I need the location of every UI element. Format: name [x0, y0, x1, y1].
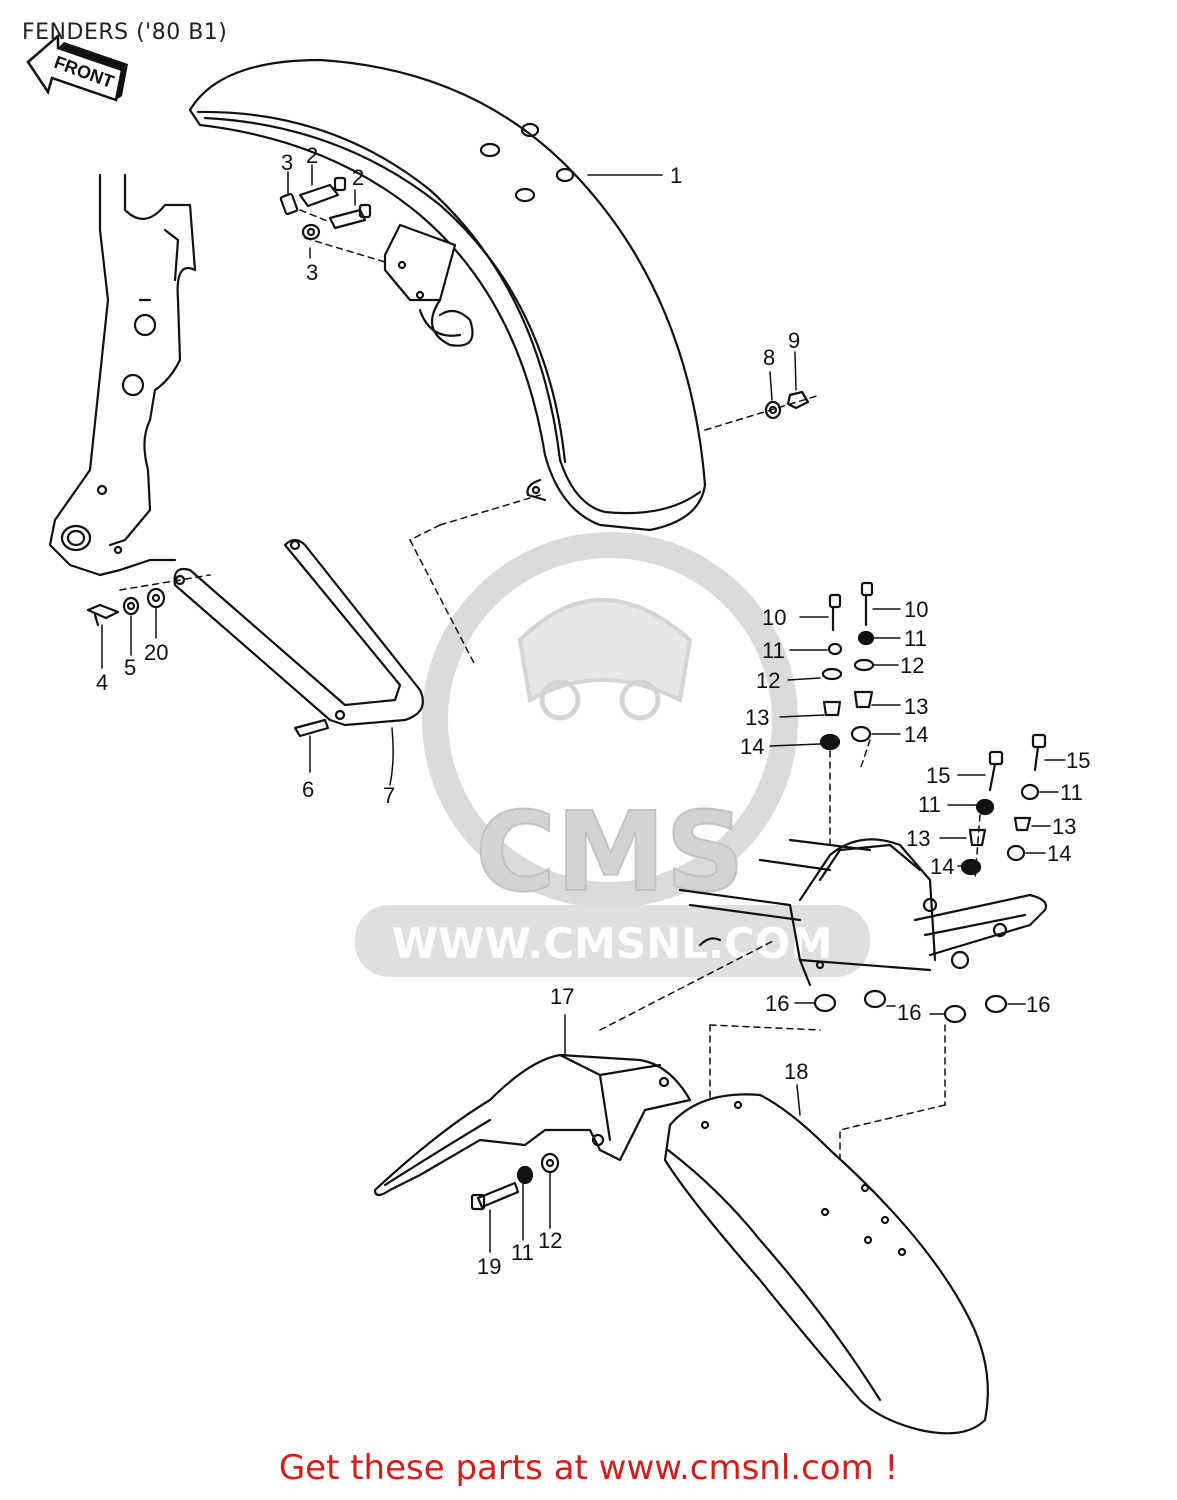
callout-label: 14	[904, 722, 928, 747]
callout-label: 10	[904, 597, 928, 622]
callout-label: 15	[926, 763, 950, 788]
rear-fender	[663, 1093, 989, 1435]
watermark-eye-icon	[539, 679, 581, 721]
footer-promo[interactable]: Get these parts at www.cmsnl.com !	[278, 1448, 899, 1488]
callout-label: 5	[124, 655, 136, 680]
watermark-ring	[422, 532, 798, 908]
callout-label: 4	[96, 670, 108, 695]
fender-bracket	[383, 223, 474, 347]
watermark-url-band	[355, 905, 870, 977]
front-arrow-shadow	[58, 42, 128, 70]
callout-label: 13	[906, 826, 930, 851]
callout-label: 16	[1026, 992, 1050, 1017]
callout-label: 2	[306, 143, 318, 168]
callout-label: 11	[1060, 780, 1083, 805]
callout-label: 2	[352, 165, 364, 190]
callout-label: 11	[904, 626, 927, 651]
watermark-eye-icon	[619, 679, 661, 721]
fender-stay	[173, 538, 424, 727]
callout-label: 7	[383, 783, 395, 808]
callout-label: 11	[511, 1240, 534, 1265]
callout-label: 10	[762, 605, 786, 630]
callout-label: 14	[930, 854, 954, 879]
callout-label: 19	[477, 1254, 501, 1279]
callout-label: 13	[745, 705, 769, 730]
fasteners-rear	[813, 581, 1047, 1024]
watermark-helmet-icon	[517, 598, 693, 704]
callout-labels: 1 2 2 3 3 4 5 20 6 7 8 9 10 10 11 11 12 …	[96, 143, 1090, 1279]
callout-label: 12	[900, 653, 924, 678]
callout-label: 9	[788, 328, 800, 353]
front-arrow: FRONT	[26, 33, 128, 102]
callout-label: 8	[763, 345, 775, 370]
callout-label: 6	[302, 777, 314, 802]
front-fender	[188, 58, 707, 532]
callout-label: 1	[670, 163, 682, 188]
leader-lines	[101, 164, 1066, 1253]
callout-label: 16	[765, 991, 789, 1016]
rear-frame	[678, 838, 1048, 987]
watermark: CMS WWW.CMSNL.COM	[355, 532, 870, 977]
watermark-brand: CMS	[475, 788, 744, 916]
callout-label: 3	[281, 150, 293, 175]
fasteners-front	[86, 176, 810, 738]
fasteners-inner-fender	[470, 1152, 560, 1211]
callout-label: 12	[538, 1228, 562, 1253]
front-fork	[48, 173, 197, 577]
callout-label: 11	[918, 792, 941, 817]
guide-lines	[119, 209, 981, 1201]
callout-label: 17	[550, 984, 574, 1009]
callout-label: 13	[1052, 814, 1076, 839]
callout-label: 20	[144, 640, 168, 665]
callout-label: 3	[306, 260, 318, 285]
front-arrow-shadow	[116, 64, 128, 100]
callout-label: 14	[1047, 841, 1071, 866]
callout-label: 18	[784, 1059, 808, 1084]
callout-label: 11	[762, 638, 785, 663]
callout-label: 15	[1066, 748, 1090, 773]
callout-label: 16	[897, 1000, 921, 1025]
callout-label: 14	[740, 734, 764, 759]
watermark-url: WWW.CMSNL.COM	[392, 919, 833, 968]
callout-label: 13	[904, 694, 928, 719]
callout-label: 12	[756, 668, 780, 693]
rear-inner-fender	[373, 1053, 692, 1197]
